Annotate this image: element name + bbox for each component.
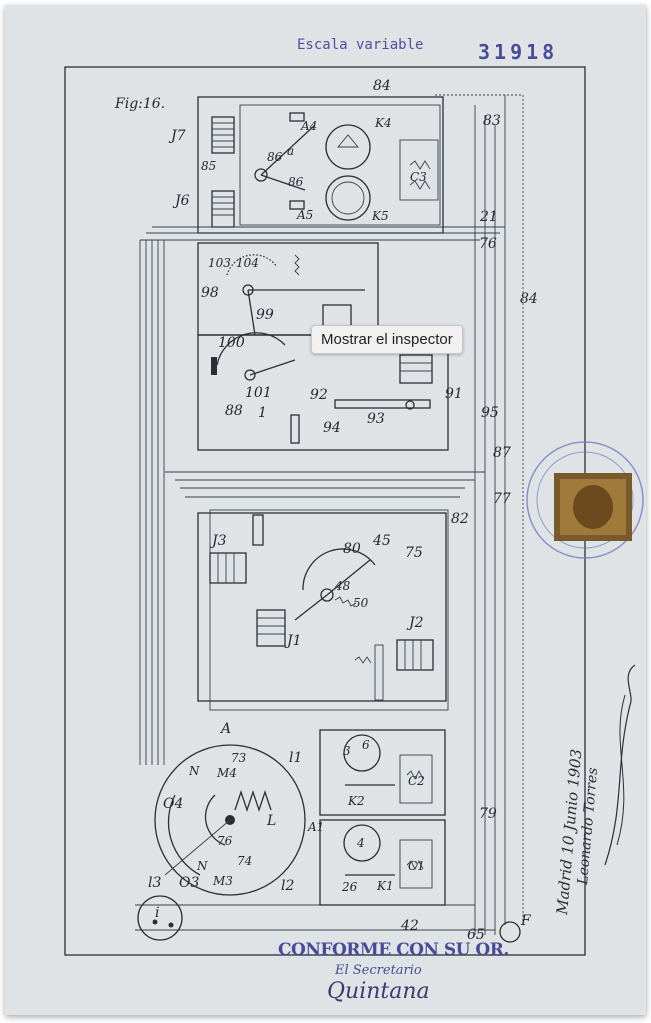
label-k1: K1 [376,879,394,893]
label-50: 50 [353,596,369,610]
secretary-stamp: El Secretario [335,963,422,978]
label-3: 3 [343,744,351,758]
label-a1: A1 [307,820,324,834]
patent-number: 31918 [478,40,558,64]
label-c1: C1 [408,859,425,873]
label-94: 94 [323,420,341,436]
label-86b: 86 [288,175,304,189]
label-42: 42 [400,918,419,934]
label-82: 82 [451,511,469,527]
label-k2: K2 [347,794,365,808]
label-n-top: N [188,764,200,778]
center-relay-box [197,509,449,711]
label-26: 26 [341,880,358,894]
label-103: 103 [208,256,231,270]
label-73: 73 [231,751,247,765]
label-76-bottom: 76 [217,834,233,848]
label-j3: J3 [209,533,227,549]
label-l1: l1 [289,750,302,766]
inspector-tooltip: Mostrar el inspector [311,325,463,354]
label-88: 88 [225,403,243,419]
label-98: 98 [201,285,219,301]
patent-drawing: Escala variable 31918 Fig:16. [64,37,644,956]
label-95: 95 [481,405,499,421]
label-m3: M3 [212,874,233,888]
label-j2: J2 [406,615,424,631]
label-1: 1 [258,405,267,421]
label-21: 21 [479,209,498,225]
label-o3: O3 [179,875,199,891]
label-a4: A4 [300,119,317,133]
label-j6: J6 [172,193,190,209]
rotary-switch [154,744,306,896]
label-93: 93 [367,411,385,427]
label-45: 45 [372,533,391,549]
label-m4: M4 [216,766,237,780]
label-99: 99 [256,307,274,323]
label-f: F [520,913,532,929]
lower-relay-boxes [319,729,446,906]
label-a: A [219,721,231,737]
label-k4: K4 [374,116,392,130]
label-92: 92 [310,387,328,403]
label-c3: C3 [410,170,427,184]
label-j1: J1 [284,633,302,649]
label-l: L [266,813,276,829]
label-l2: l2 [281,878,294,894]
wire-bundle [135,94,524,935]
label-74: 74 [237,854,252,868]
label-c2: C2 [408,774,425,788]
label-65: 65 [467,927,485,943]
label-80: 80 [343,541,361,557]
label-104: 104 [236,256,259,270]
label-4: 4 [356,836,365,850]
label-75: 75 [405,545,423,561]
label-a5: A5 [296,208,313,222]
label-76-top: 76 [479,236,497,252]
terminal-i [137,895,183,941]
label-84-top: 84 [373,78,391,94]
top-relay-box [197,96,444,234]
label-i: i [155,905,159,921]
label-n-bottom: N [196,859,208,873]
label-101: 101 [245,385,272,401]
label-79: 79 [479,806,497,822]
scale-note: Escala variable [297,37,423,53]
label-87: 87 [493,445,511,461]
label-85-top: 85 [201,159,216,173]
terminal-f [499,921,521,943]
postage-stamp [526,441,644,559]
secretary-signature: Quintana [327,979,430,1004]
label-100: 100 [218,335,245,351]
handwritten-date-signature: Madrid 10 Junio 1903 Leonardo Torres [553,664,636,916]
label-77: 77 [493,491,511,507]
figure-label: Fig:16. [114,96,165,112]
document-page: Escala variable 31918 Fig:16. [5,5,646,1015]
label-84-right: 84 [520,291,538,307]
label-48: 48 [334,579,351,593]
label-6: 6 [362,738,370,752]
label-l3: l3 [148,875,161,891]
label-k5: K5 [371,209,389,223]
drawing-frame [64,66,586,956]
label-o4: O4 [163,796,183,812]
label-86a: 86 [267,150,283,164]
conformity-stamp: CONFORME CON SU OR. [278,940,509,960]
label-a: a [287,144,294,158]
label-83: 83 [483,113,501,129]
label-91: 91 [445,386,463,402]
label-j7: J7 [168,128,186,144]
